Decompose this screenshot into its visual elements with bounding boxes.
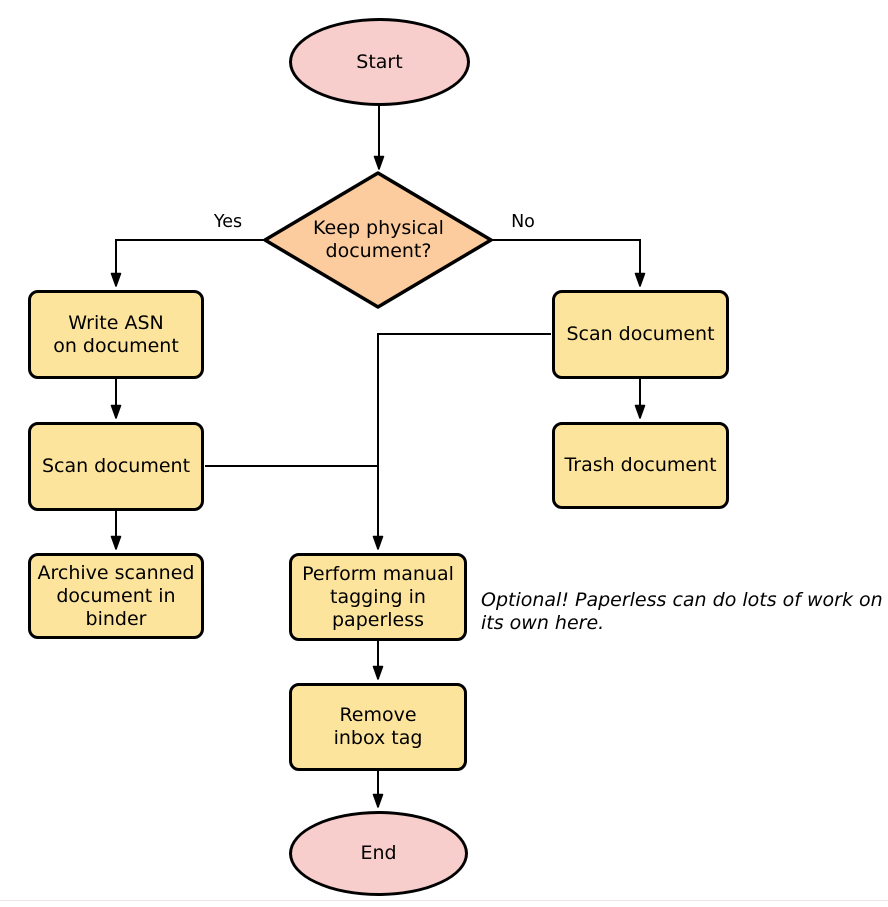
- node-manual-tagging: Perform manual tagging in paperless: [289, 553, 467, 641]
- bottom-divider: [0, 900, 888, 901]
- edge-label-yes: Yes: [213, 212, 243, 232]
- edge-label-no: No: [511, 212, 535, 232]
- node-write-asn: Write ASN on document: [28, 290, 204, 379]
- node-scan-document-right: Scan document: [552, 290, 729, 379]
- node-scan-document-left: Scan document: [28, 422, 204, 511]
- node-decision-shape: [263, 171, 493, 309]
- node-archive-binder: Archive scanned document in binder: [28, 553, 204, 639]
- node-decision-label: Keep physical document?: [313, 217, 444, 262]
- node-end: End: [289, 811, 468, 896]
- edge-scan-right-to-tagging: [372, 333, 551, 550]
- node-trash-document: Trash document: [552, 422, 729, 509]
- optional-note: Optional! Paperless can do lots of work …: [481, 589, 883, 634]
- node-remove-inbox-tag: Remove inbox tag: [289, 683, 467, 771]
- edge-decision-yes-to-write-asn: [110, 239, 265, 287]
- edge-decision-no-to-scan-right: [491, 239, 646, 287]
- node-start: Start: [289, 18, 470, 106]
